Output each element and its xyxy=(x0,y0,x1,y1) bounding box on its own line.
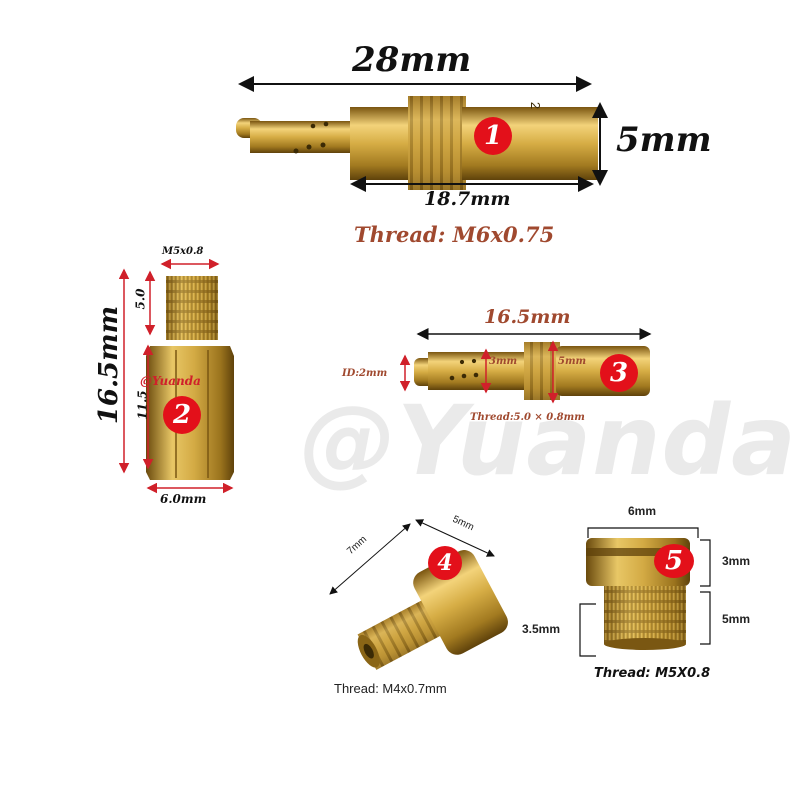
part3-badge: 3 xyxy=(600,354,638,392)
part1-badge: 1 xyxy=(474,117,512,155)
part5-head-bracket xyxy=(700,539,711,587)
part4-thread-label: Thread: M4x0.7mm xyxy=(334,681,447,696)
part5-thread-label: Thread: M5X0.8 xyxy=(594,666,711,681)
part1-length-label: 28mm xyxy=(352,40,472,80)
part5-width-label: 6mm xyxy=(628,504,657,518)
part5-thread-bracket xyxy=(700,591,711,645)
part4-badge: 4 xyxy=(428,546,462,580)
part3-inner-label: 3mm xyxy=(489,356,518,367)
part2-top-label: 5.0 xyxy=(133,288,148,310)
part2-length-label: 16.5mm xyxy=(94,305,125,425)
part5-badge: 5 xyxy=(654,544,694,578)
part3-length-label: 16.5mm xyxy=(484,306,571,328)
part3-thread-label: Thread:5.0 × 0.8mm xyxy=(470,412,585,423)
part1-thread-label: Thread: M6x0.75 xyxy=(354,222,555,247)
part4-main-jet xyxy=(357,550,508,670)
part1-diameter-label: 5mm xyxy=(616,120,712,160)
part4-diameter-arrow xyxy=(415,519,495,557)
part2-body-label: 11.5 xyxy=(135,390,150,420)
part1-jet xyxy=(236,96,598,190)
part2-mark: @Yuanda xyxy=(140,374,201,388)
part5-shank-bracket xyxy=(579,603,596,657)
part2-width-label: 6.0mm xyxy=(160,492,207,506)
part1-body-label: 18.7mm xyxy=(424,188,511,210)
part5-width-bracket xyxy=(587,527,699,538)
part5-slot-jet xyxy=(586,538,690,650)
part1-engraving: 2 xyxy=(528,101,544,110)
part2-thread-label: M5x0.8 xyxy=(162,246,204,257)
part5-thread-length-label: 5mm xyxy=(722,612,751,626)
part5-head-label: 3mm xyxy=(722,554,751,568)
part3-outer-label: 5mm xyxy=(558,356,587,367)
part5-shank-label: 3.5mm xyxy=(522,622,561,636)
part3-id-label: ID:2mm xyxy=(342,368,388,379)
watermark-text: @Yuanda xyxy=(300,385,797,497)
part2-badge: 2 xyxy=(163,396,201,434)
part4-length-arrow xyxy=(329,523,411,595)
